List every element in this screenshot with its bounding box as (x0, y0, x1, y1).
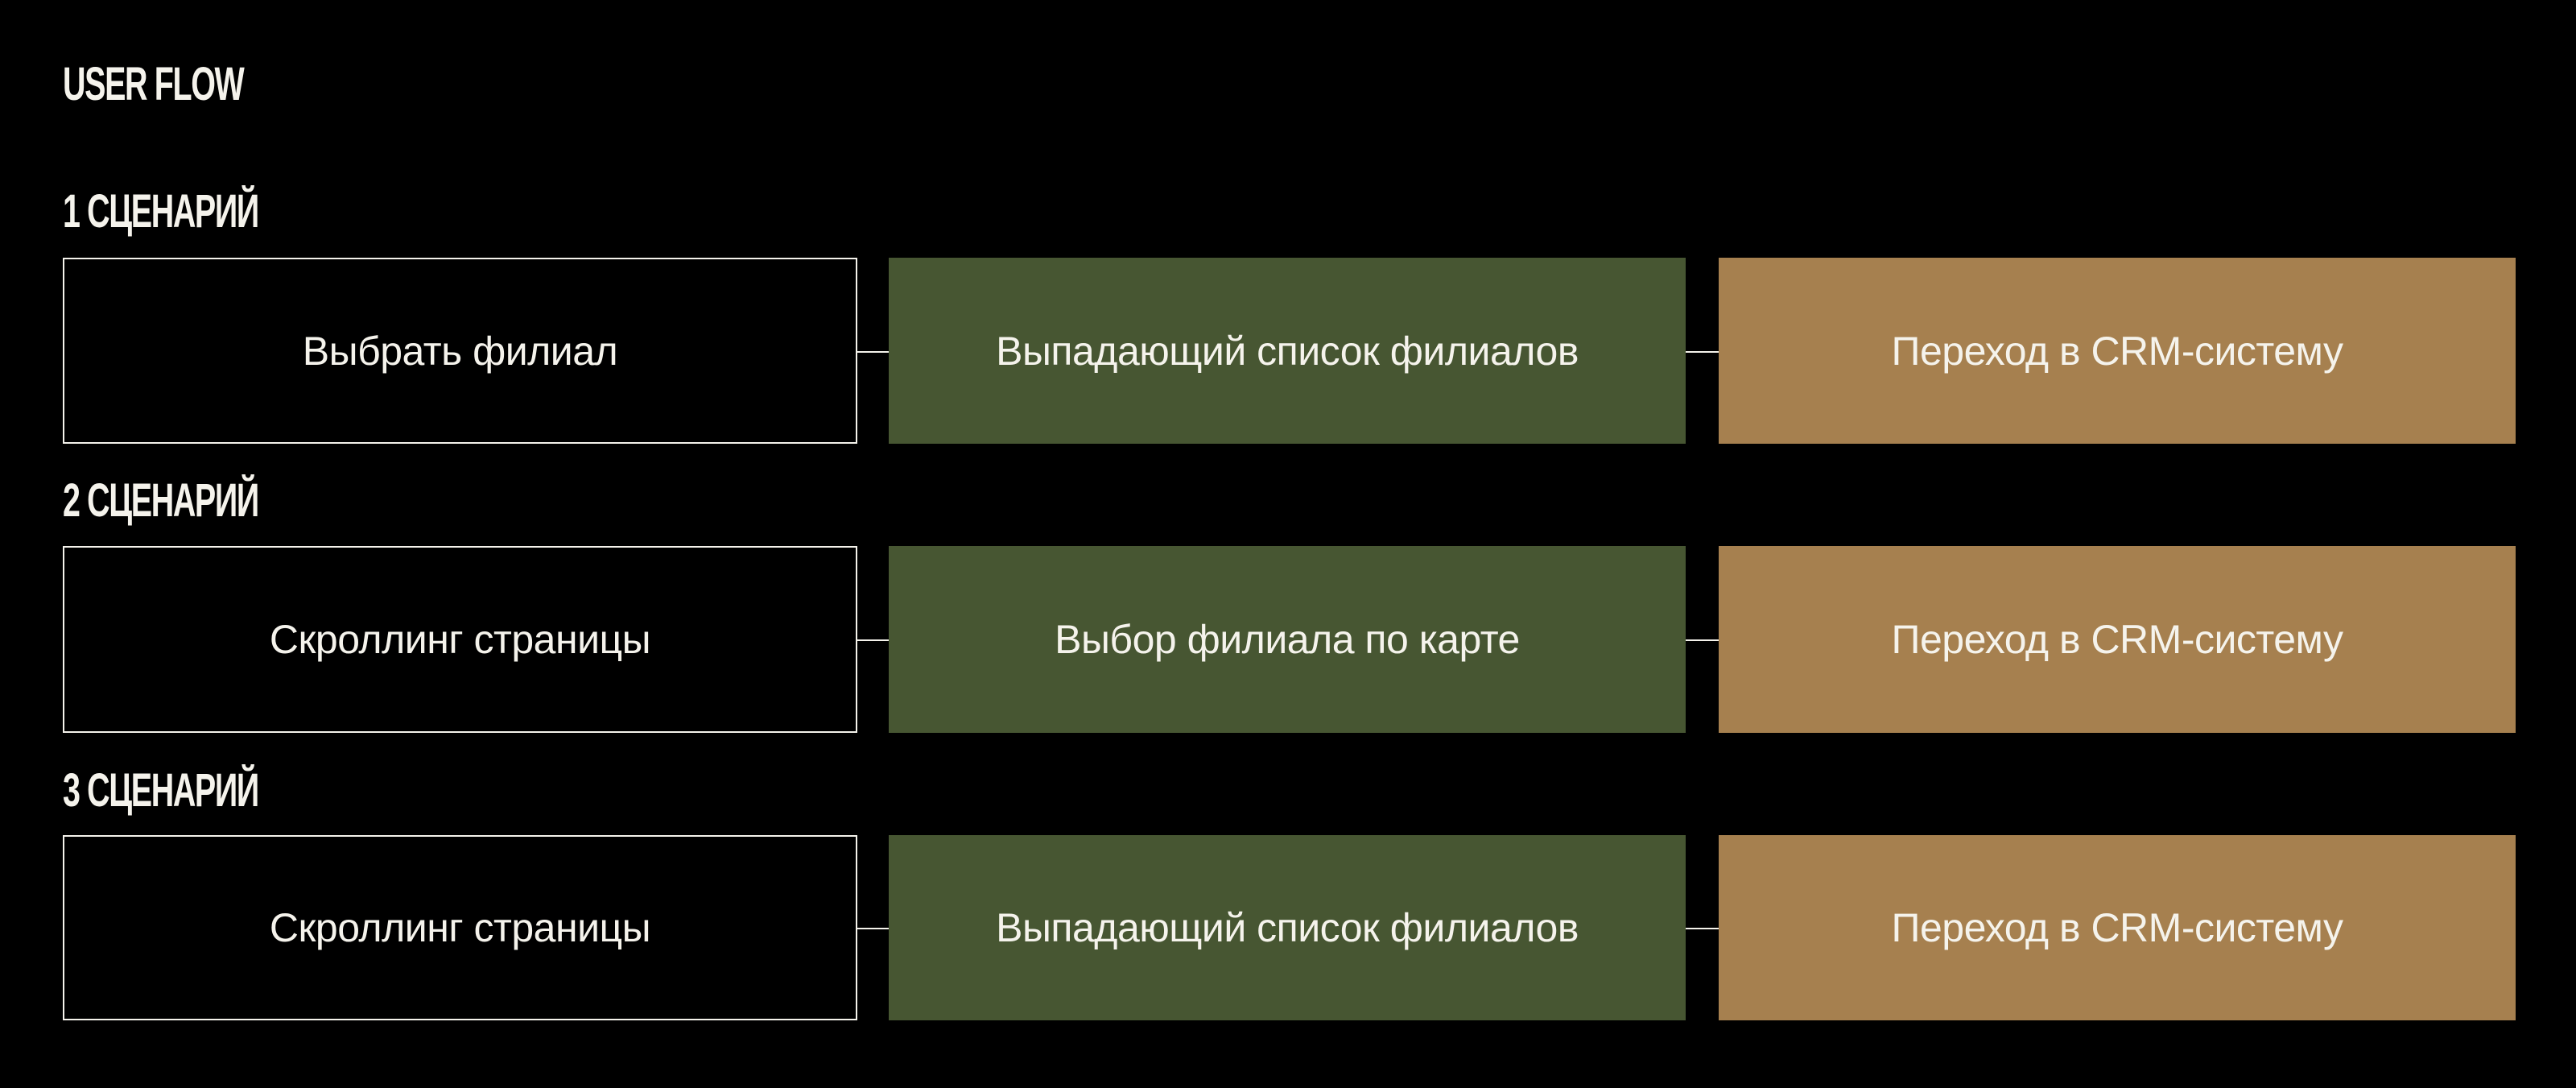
scenario-3-step-3: Переход в CRM-систему (1719, 835, 2516, 1020)
connector (1686, 639, 1719, 641)
connector (857, 351, 889, 353)
scenario-3-heading: 3 СЦЕНАРИЙ (63, 764, 259, 817)
scenario-2-step-3: Переход в CRM-систему (1719, 546, 2516, 733)
scenario-3-step-2: Выпадающий список филиалов (889, 835, 1686, 1020)
connector (1686, 351, 1719, 353)
scenario-1-step-2: Выпадающий список филиалов (889, 258, 1686, 444)
scenario-3-step-1: Скроллинг страницы (63, 835, 857, 1020)
scenario-1-step-3: Переход в CRM-систему (1719, 258, 2516, 444)
scenario-1-step-1: Выбрать филиал (63, 258, 857, 444)
scenario-2-step-1: Скроллинг страницы (63, 546, 857, 733)
scenario-2-step-2: Выбор филиала по карте (889, 546, 1686, 733)
page-title: USER FLOW (63, 58, 245, 110)
scenario-2-heading: 2 СЦЕНАРИЙ (63, 474, 259, 527)
connector (857, 639, 889, 641)
scenario-1-heading: 1 СЦЕНАРИЙ (63, 185, 259, 238)
connector (1686, 928, 1719, 929)
connector (857, 928, 889, 929)
